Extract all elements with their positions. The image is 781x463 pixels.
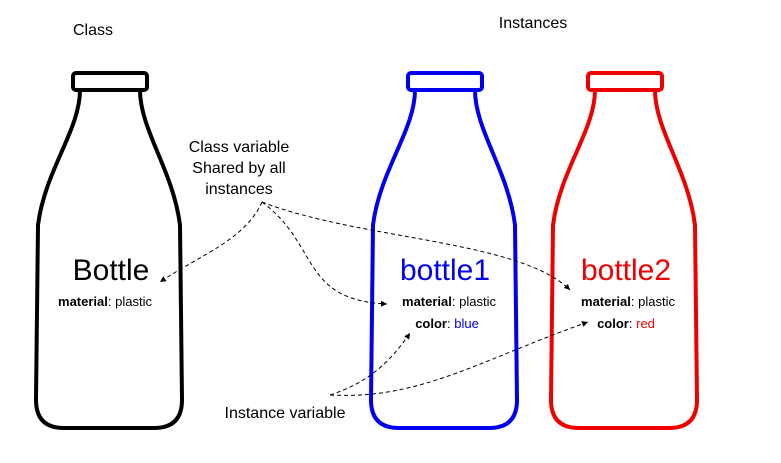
class-variable-arrow-to-bottle [159,201,263,283]
instances-heading: Instances [499,15,567,32]
bottle-instance-2-color-attr: color: red [597,316,655,331]
attr-value: plastic [115,294,152,309]
bottle-instance-1-name: bottle1 [400,254,490,287]
attr-value: plastic [459,294,496,309]
bottle-instance-1-shape [369,71,519,430]
bottle-class-shape [34,71,184,430]
instance-variable-arrow-to-bottle1 [329,332,411,396]
bottle-instance-2-shape [549,71,699,430]
attr-sep: : [108,294,115,309]
attr-key: material [58,294,108,309]
instance-variable-label: Instance variable [225,405,346,422]
class-variable-arrow-to-bottle2 [261,201,571,291]
bottle-instance-2-material-attr: material: plastic [581,294,675,309]
class-variable-label-line-3: instances [205,181,273,198]
attr-key: color [415,316,447,331]
attr-sep: : [631,294,638,309]
bottle-instance-2-name: bottle2 [581,254,671,287]
bottle-class-name: Bottle [73,254,150,287]
attr-sep: : [629,316,636,331]
bottle-instance-1-material-attr: material: plastic [402,294,496,309]
bottle-instance-1-color-attr: color: blue [415,316,479,331]
attr-value: blue [454,316,479,331]
attr-key: color [597,316,629,331]
attr-key: material [402,294,452,309]
class-heading: Class [73,22,113,39]
bottle-class-material-attr: material: plastic [58,294,152,309]
class-variable-arrow-to-bottle1 [261,201,388,307]
attr-sep: : [452,294,459,309]
attr-sep: : [447,316,454,331]
class-variable-label-line-1: Class variable [189,139,290,156]
attr-key: material [581,294,631,309]
attr-value: red [636,316,655,331]
attr-value: plastic [638,294,675,309]
class-variable-label-line-2: Shared by all [192,160,285,177]
